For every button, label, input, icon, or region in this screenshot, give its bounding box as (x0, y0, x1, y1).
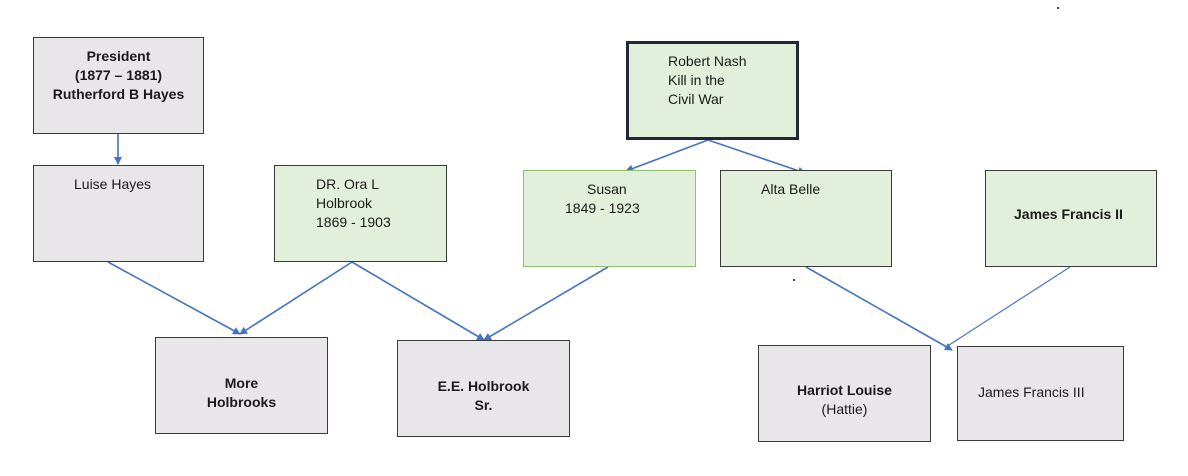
node-ee-holbrook-line-2: Sr. (474, 397, 493, 413)
edge-ora-holbrook-to-ee-holbrook (351, 261, 485, 341)
stray-dot-center (793, 279, 795, 281)
node-susan-line-1: Susan (587, 181, 627, 197)
node-president-line-2: (1877 – 1881) (74, 67, 163, 83)
node-president-line-1: President (86, 48, 151, 64)
edge-robert-nash-to-alta-belle (707, 139, 806, 175)
node-alta-belle: Alta Belle (720, 170, 892, 267)
edge-alta-belle-to-harriot-louise (805, 266, 953, 351)
node-james-francis-iii-line-1: James Francis III (978, 384, 1085, 400)
node-ora-holbrook-line-1: DR. Ora L (316, 176, 380, 192)
node-james-francis-iii: James Francis III (957, 346, 1124, 441)
node-susan: Susan 1849 - 1923 (523, 170, 696, 267)
node-more-holbrooks: More Holbrooks (155, 337, 328, 434)
node-james-francis-ii-line-1: James Francis II (1014, 206, 1123, 222)
node-robert-nash-line-1: Robert Nash (668, 53, 747, 69)
edge-luise-hayes-to-more-holbrooks (107, 261, 241, 335)
node-ora-holbrook: DR. Ora L Holbrook 1869 - 1903 (274, 165, 447, 262)
node-james-francis-ii: James Francis II (985, 170, 1157, 267)
node-luise-hayes-line-1: Luise Hayes (74, 176, 152, 192)
node-ora-holbrook-line-3: 1869 - 1903 (316, 214, 391, 230)
node-harriot-louise: Harriot Louise (Hattie) (758, 345, 931, 442)
node-ee-holbrook: E.E. Holbrook Sr. (397, 340, 570, 437)
node-robert-nash: Robert Nash Kill in the Civil War (626, 41, 799, 140)
node-robert-nash-line-2: Kill in the (668, 72, 725, 88)
node-ee-holbrook-line-1: E.E. Holbrook (437, 378, 530, 394)
node-harriot-louise-line-2: (Hattie) (821, 401, 868, 417)
edge-ora-holbrook-to-more-holbrooks (239, 261, 353, 335)
node-president-line-3: Rutherford B Hayes (52, 86, 185, 102)
node-more-holbrooks-line-2: Holbrooks (206, 394, 277, 410)
node-luise-hayes: Luise Hayes (33, 165, 204, 262)
stray-dot-top-right (1057, 7, 1059, 9)
node-more-holbrooks-line-1: More (224, 375, 259, 391)
edge-susan-to-ee-holbrook (483, 266, 609, 341)
node-alta-belle-line-1: Alta Belle (761, 181, 821, 197)
node-robert-nash-line-3: Civil War (668, 91, 724, 107)
edge-james-francis-ii-to-harriot-louise (945, 266, 1071, 348)
node-harriot-louise-line-1: Harriot Louise (797, 382, 892, 398)
node-ora-holbrook-line-2: Holbrook (316, 195, 373, 211)
edge-robert-nash-to-susan (625, 139, 709, 173)
node-susan-line-2: 1849 - 1923 (565, 200, 640, 216)
node-president: President (1877 – 1881) Rutherford B Hay… (33, 37, 204, 134)
